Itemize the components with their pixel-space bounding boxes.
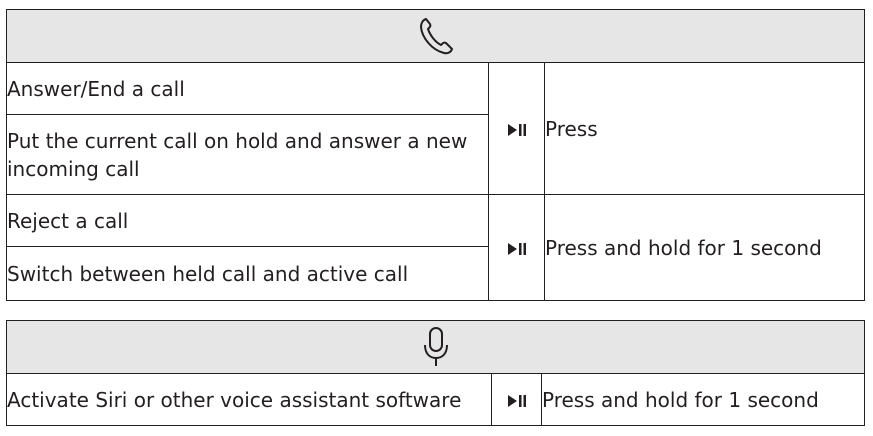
voice-button-cell <box>491 373 542 426</box>
play-pause-icon <box>507 394 526 407</box>
phone-icon <box>419 18 453 55</box>
call-action-reject: Reject a call <box>6 194 489 247</box>
voice-controls-table: Activate Siri or other voice assistant s… <box>5 320 866 426</box>
call-button-cell-hold <box>488 194 545 301</box>
call-button-cell-press <box>488 62 545 195</box>
call-operation-press: Press <box>543 62 866 195</box>
play-pause-icon <box>507 242 526 255</box>
microphone-icon <box>423 327 448 366</box>
call-action-switch: Switch between held call and active call <box>6 246 489 301</box>
call-controls-table: Answer/End a call Press Put the current … <box>5 9 866 301</box>
call-action-hold-answer: Put the current call on hold and answer … <box>6 114 489 195</box>
voice-action-siri: Activate Siri or other voice assistant s… <box>6 373 492 426</box>
call-section-header <box>5 9 866 63</box>
call-operation-hold: Press and hold for 1 second <box>543 194 866 301</box>
call-action-answer-end: Answer/End a call <box>6 62 489 115</box>
voice-operation-hold: Press and hold for 1 second <box>540 373 866 426</box>
play-pause-icon <box>507 123 526 136</box>
voice-section-header <box>5 320 866 374</box>
